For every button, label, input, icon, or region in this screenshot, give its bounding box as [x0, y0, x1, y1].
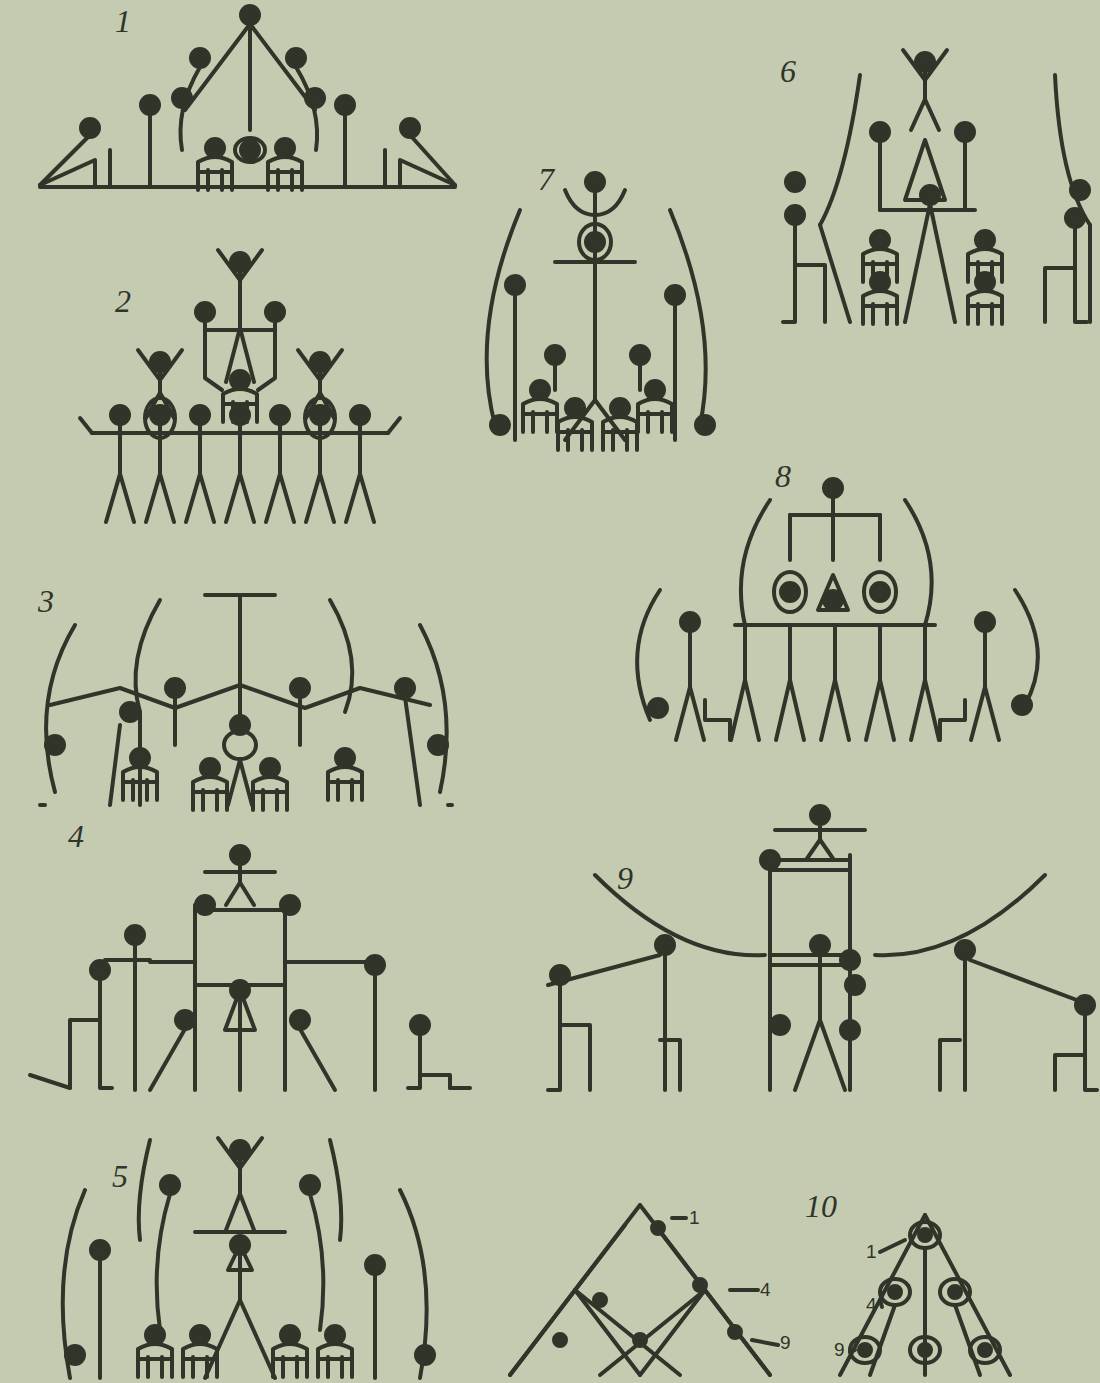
- callout-number: 9: [834, 1340, 845, 1359]
- callout-number: 5: [112, 1160, 128, 1192]
- callout-number: 4: [866, 1295, 877, 1314]
- callout-number: 7: [538, 163, 554, 195]
- callout-number: 6: [780, 55, 796, 87]
- callout-number: 1: [115, 5, 131, 37]
- callout-number: 3: [38, 585, 54, 617]
- callout-number: 4: [760, 1280, 771, 1299]
- callout-number: 1: [866, 1242, 877, 1261]
- callout-number: 8: [775, 460, 791, 492]
- callout-number: 2: [115, 285, 131, 317]
- callout-number: 4: [68, 820, 84, 852]
- callout-number: 1: [689, 1208, 700, 1227]
- callout-number: 10: [805, 1190, 837, 1222]
- callout-number: 9: [780, 1333, 791, 1352]
- callout-number: 9: [617, 862, 633, 894]
